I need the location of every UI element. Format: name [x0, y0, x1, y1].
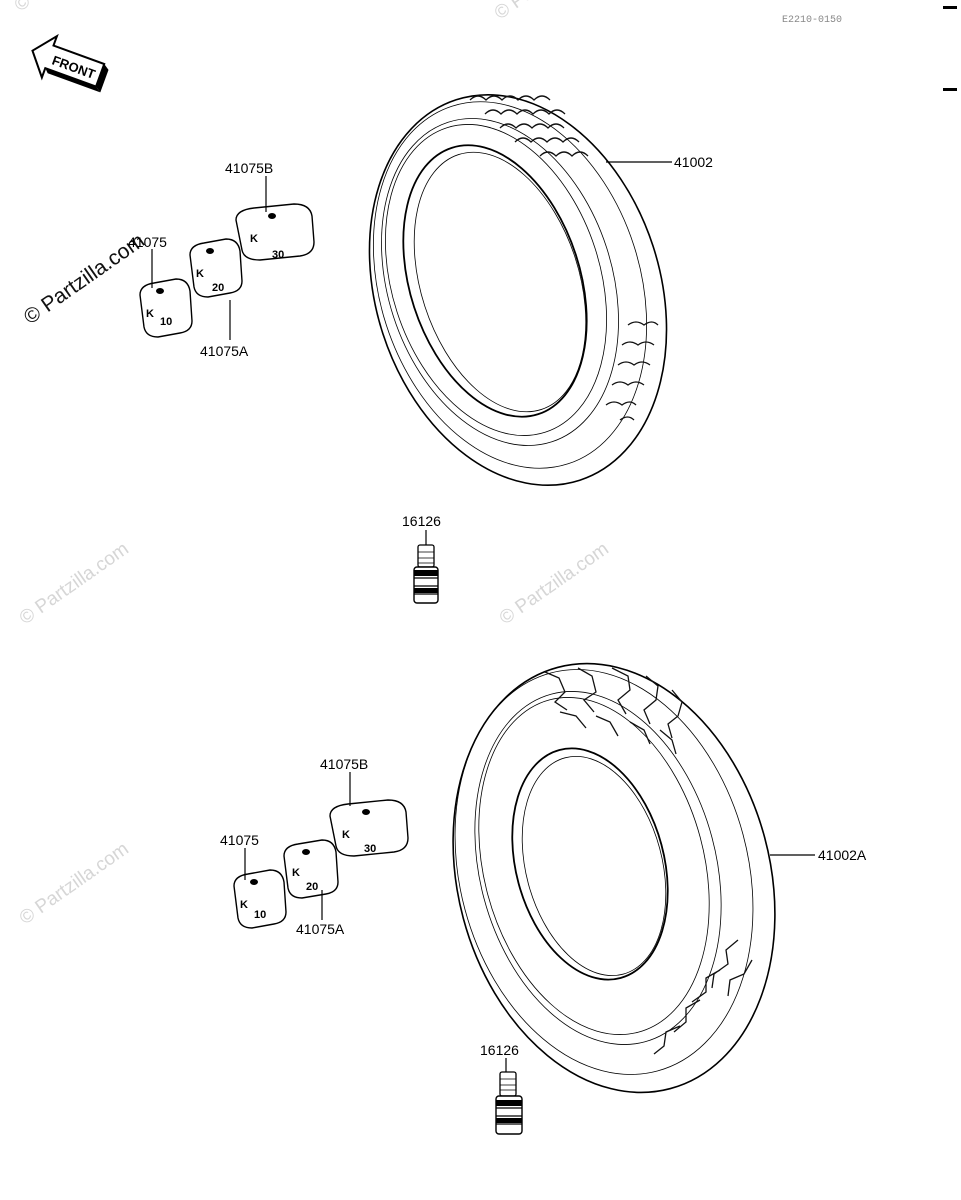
weight-brand: K	[342, 829, 350, 841]
callout-bottom-weight-10[interactable]: 41075	[220, 832, 259, 848]
bottom-tire	[452, 662, 776, 1094]
callout-top-weight-30[interactable]: 41075B	[225, 160, 273, 176]
watermark: © Partzilla.com	[11, 0, 128, 16]
callout-top-weight-10[interactable]: 41075	[128, 234, 167, 250]
weight-value: 20	[306, 881, 318, 893]
top-tire	[368, 93, 668, 487]
callout-top-weight-20[interactable]: 41075A	[200, 343, 249, 359]
watermark: © Partzilla.com	[491, 0, 608, 24]
callout-bottom-valve[interactable]: 16126	[480, 1042, 519, 1058]
top-valve	[413, 544, 439, 604]
callout-bottom-weight-20[interactable]: 41075A	[296, 921, 345, 937]
bottom-weight-10: K 10	[233, 869, 287, 929]
watermark: © Partzilla.com	[496, 538, 613, 629]
weight-brand: K	[292, 867, 300, 879]
weight-value: 30	[272, 249, 284, 261]
callout-bottom-tire[interactable]: 41002A	[818, 847, 867, 863]
weight-brand: K	[146, 308, 154, 320]
callout-bottom-weight-30[interactable]: 41075B	[320, 756, 368, 772]
diagram-code: E2210-0150	[782, 15, 842, 26]
edge-mark	[943, 88, 957, 91]
weight-value: 10	[254, 909, 266, 921]
callout-top-tire[interactable]: 41002	[674, 154, 713, 170]
watermark: © Partzilla.com	[16, 838, 133, 929]
weight-value: 20	[212, 282, 224, 294]
weight-value: 10	[160, 316, 172, 328]
edge-mark	[943, 6, 957, 9]
top-weight-10: K 10	[139, 278, 193, 338]
weight-brand: K	[250, 233, 258, 245]
bottom-valve	[495, 1071, 523, 1135]
top-weight-20: K 20	[189, 238, 243, 298]
bottom-weight-20: K 20	[283, 839, 339, 899]
weight-value: 30	[364, 843, 376, 855]
bottom-weight-30: K 30	[329, 799, 409, 857]
watermark: © Partzilla.com	[16, 538, 133, 629]
front-arrow-icon: FRONT	[31, 33, 109, 93]
callout-top-valve[interactable]: 16126	[402, 513, 441, 529]
top-weight-30: K 30	[235, 203, 315, 261]
weight-brand: K	[196, 268, 204, 280]
weight-brand: K	[240, 899, 248, 911]
